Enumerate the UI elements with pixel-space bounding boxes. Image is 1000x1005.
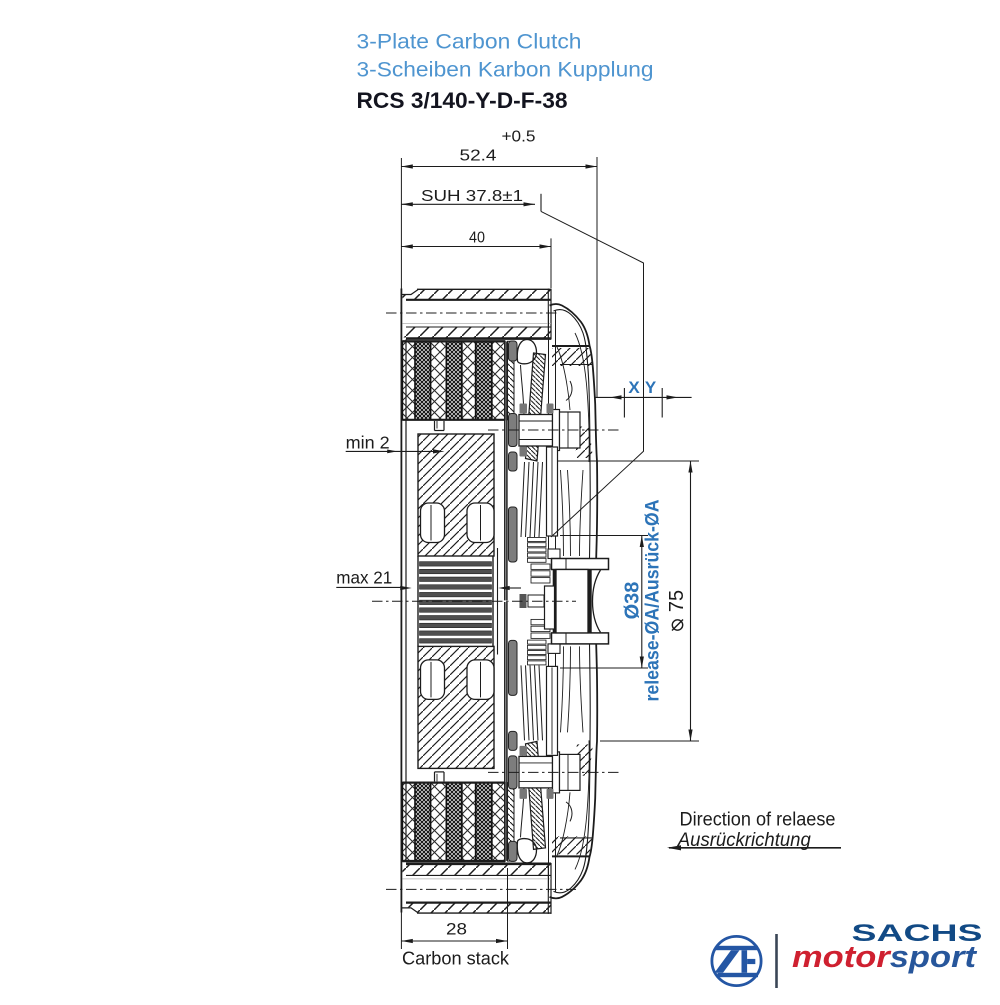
svg-text:52.4: 52.4	[460, 148, 497, 165]
svg-text:75: 75	[666, 590, 688, 612]
svg-text:X: X	[628, 378, 640, 397]
svg-text:28: 28	[446, 920, 467, 939]
svg-text:release-ØA/Ausrück-ØA: release-ØA/Ausrück-ØA	[643, 499, 664, 701]
svg-text:SACHS: SACHS	[852, 920, 983, 947]
svg-text:40: 40	[469, 230, 485, 247]
svg-text:max 21: max 21	[336, 568, 392, 588]
svg-text:Ausrückrichtung: Ausrückrichtung	[677, 830, 811, 851]
svg-text:Direction of relaese: Direction of relaese	[680, 810, 836, 831]
svg-text:min 2: min 2	[346, 433, 390, 453]
svg-text:Ø38: Ø38	[622, 582, 644, 620]
svg-text:RCS 3/140-Y-D-F-38: RCS 3/140-Y-D-F-38	[357, 88, 568, 113]
svg-text:Y: Y	[645, 378, 657, 397]
svg-text:Carbon stack: Carbon stack	[402, 949, 510, 969]
svg-text:+0.5: +0.5	[502, 129, 536, 146]
svg-text:SUH 37.8±1: SUH 37.8±1	[421, 188, 523, 205]
svg-text:3-Plate Carbon Clutch: 3-Plate Carbon Clutch	[357, 31, 582, 54]
svg-text:3-Scheiben Karbon Kupplung: 3-Scheiben Karbon Kupplung	[357, 59, 654, 82]
